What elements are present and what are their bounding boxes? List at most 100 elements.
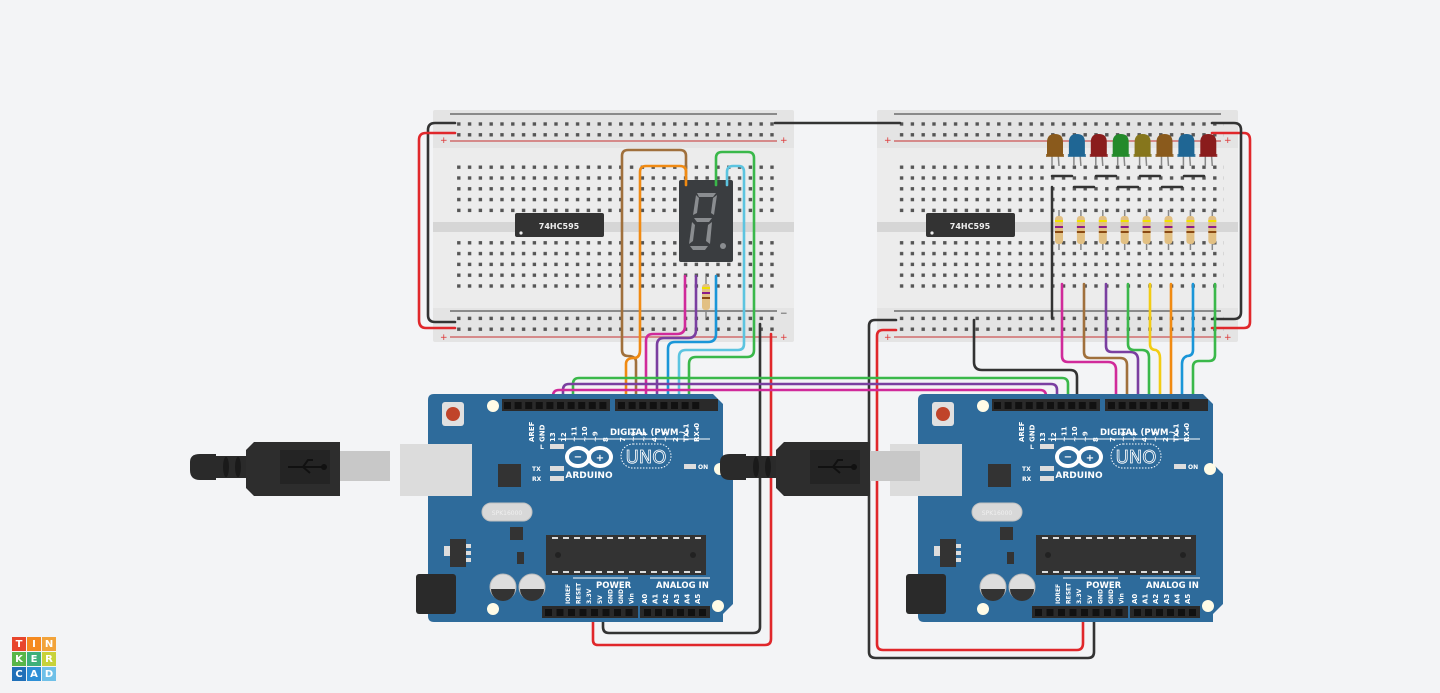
pin-label: ~6 — [1120, 431, 1128, 442]
usb-port — [400, 444, 472, 496]
pin-label: ~3 — [1151, 431, 1159, 442]
microcontroller-chip — [546, 535, 706, 575]
pin-label: A0 — [1131, 594, 1139, 604]
wire-green — [571, 376, 1070, 406]
brand-label: ARDUINO — [565, 471, 613, 481]
pin-label: ~11 — [570, 426, 578, 442]
led[interactable] — [1177, 134, 1196, 167]
analog-label: ANALOG IN — [656, 581, 709, 591]
rail-plus-label: + — [884, 136, 892, 146]
resistor — [1098, 210, 1107, 250]
pin-label: A3 — [673, 594, 681, 604]
rail-plus-label: + — [780, 333, 788, 343]
wire-lightblue — [677, 164, 746, 406]
led[interactable] — [1067, 134, 1086, 167]
crystal — [481, 502, 533, 522]
pin-label: A2 — [1152, 594, 1160, 604]
rail-plus-label: + — [1224, 333, 1232, 343]
wire-purple — [561, 382, 1059, 406]
usb-icon — [818, 459, 853, 474]
breadboard-left[interactable]: + + − + + 74HC595 — [433, 110, 794, 343]
power-jack — [906, 574, 946, 614]
wire-green — [1126, 282, 1151, 406]
led[interactable] — [1089, 134, 1108, 167]
indicator-label: L — [540, 444, 544, 451]
resistor-array — [1055, 210, 1217, 250]
wire-orange — [624, 164, 688, 406]
logo-letter: D — [42, 667, 56, 681]
rail-plus-label: + — [1224, 136, 1232, 146]
svg-text:−: − — [574, 452, 582, 463]
usb-chip — [498, 464, 521, 487]
shift-register-ic-left[interactable]: 74HC595 — [515, 213, 604, 237]
pin-label: GND — [607, 589, 614, 604]
svg-text:SPK16000: SPK16000 — [982, 510, 1013, 517]
pin-label: ~5 — [1130, 431, 1138, 442]
pin-label: RX◂0 — [1183, 423, 1191, 442]
wire-black — [601, 322, 762, 635]
wire-green — [687, 150, 756, 406]
wire-green — [1191, 282, 1217, 406]
wire-black — [426, 121, 902, 324]
pin-label: AREF — [528, 421, 536, 442]
logo-letter: E — [27, 652, 41, 666]
usb-cable-left[interactable] — [190, 442, 390, 496]
pin-label: IOREF — [1055, 584, 1062, 604]
svg-text:+: + — [1086, 453, 1094, 464]
wire-yellow — [1148, 282, 1162, 406]
pin-label: A0 — [641, 594, 649, 604]
pin-label: TX▸1 — [1173, 423, 1181, 442]
power-header[interactable] — [542, 606, 638, 618]
pin-label: A1 — [1142, 594, 1150, 604]
pin-label: RX◂0 — [693, 423, 701, 442]
pin-label: GND — [618, 589, 625, 604]
wire-blue — [1180, 282, 1195, 406]
led[interactable] — [1199, 134, 1218, 167]
usb-cable-right[interactable] — [720, 442, 920, 496]
logo-letter: A — [27, 667, 41, 681]
pin-label: ~9 — [1082, 431, 1090, 442]
led-array — [1046, 134, 1218, 167]
indicator-label: TX — [532, 466, 541, 473]
pin-label: GND — [1029, 424, 1037, 442]
pin-label: A3 — [1163, 594, 1171, 604]
analog-label: ANALOG IN — [1146, 581, 1199, 591]
wire-black — [867, 318, 1096, 660]
mount-hole — [977, 400, 989, 412]
pin-label: 5V — [1087, 595, 1094, 604]
led[interactable] — [1046, 134, 1064, 167]
pin-label: ~10 — [1071, 426, 1079, 442]
power-header[interactable] — [1032, 606, 1128, 618]
wire-red — [1210, 131, 1252, 330]
shift-register-ic-right[interactable]: 74HC595 — [926, 213, 1015, 237]
pin-label: GND — [539, 424, 547, 442]
ic-label: 74HC595 — [539, 222, 580, 231]
arduino-logo: −+ — [565, 446, 613, 468]
pin-label: A2 — [662, 594, 670, 604]
arduino-logo: −+ — [1055, 446, 1103, 468]
seven-segment-display[interactable] — [679, 180, 733, 262]
breadboard-right[interactable]: + + + + 74HC595 — [877, 110, 1238, 343]
wire-purple — [655, 274, 698, 406]
resistor — [1120, 210, 1129, 250]
led[interactable] — [1133, 134, 1152, 167]
pin-label: A5 — [1184, 594, 1192, 604]
led[interactable] — [1111, 134, 1130, 167]
logo-letter: N — [42, 637, 56, 651]
power-label: POWER — [596, 581, 632, 591]
pin-label: Vin — [1119, 593, 1126, 604]
model-label: UNO — [1116, 447, 1157, 468]
pin-label: TX▸1 — [683, 423, 691, 442]
decimal-point — [720, 243, 726, 249]
wire-red — [591, 332, 773, 647]
digital-label: DIGITAL (PWM~) — [610, 428, 690, 438]
led[interactable] — [1155, 134, 1174, 167]
pin-label: 5V — [597, 595, 604, 604]
usb-chip — [988, 464, 1011, 487]
power-label: POWER — [1086, 581, 1122, 591]
pin-label: Vin — [629, 593, 636, 604]
